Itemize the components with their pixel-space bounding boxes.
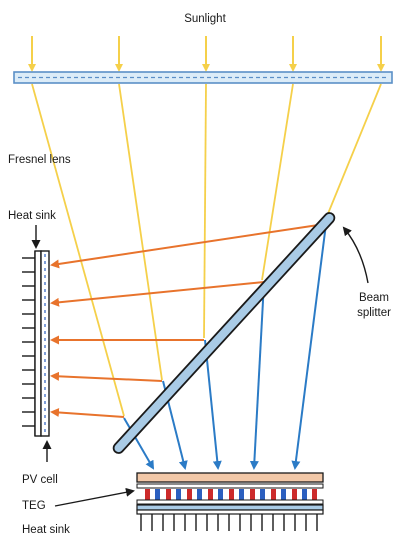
- label-pointers: [31, 225, 369, 507]
- reflected-rays: [50, 223, 326, 418]
- pv-cell-label: PV cell: [22, 474, 58, 486]
- sunlight-label: Sunlight: [184, 13, 226, 25]
- transmitted-ray-4: [249, 281, 265, 470]
- refracted-ray-2: [118, 83, 163, 381]
- refracted-ray-3: [203, 83, 207, 339]
- refracted-ray-4: [261, 83, 294, 281]
- left-heat-sink: [22, 251, 36, 436]
- beam-splitter-pointer: [342, 226, 369, 284]
- reflected-ray-1: [50, 223, 326, 269]
- refracted-ray-1: [31, 83, 125, 417]
- transmitted-ray-1: [123, 417, 155, 470]
- reflected-ray-2: [50, 281, 265, 307]
- transmitted-ray-3: [204, 339, 222, 470]
- fresnel-lens-label: Fresnel lens: [8, 154, 71, 166]
- incoming-sunlight-arrows: [28, 36, 385, 72]
- beam-splitter-label-line1: Beam: [359, 292, 389, 304]
- heat-sink-left-label: Heat sink: [8, 210, 56, 222]
- transmitted-ray-5: [291, 223, 327, 470]
- teg-label: TEG: [22, 500, 46, 512]
- teg-legs: [145, 489, 317, 500]
- beam-splitter-label-line2: splitter: [357, 307, 391, 319]
- reflected-ray-4: [50, 371, 163, 382]
- beam-splitter: [112, 212, 336, 454]
- bottom-heat-sink-fins: [140, 514, 318, 531]
- heat-sink-bottom-label: Heat sink: [22, 524, 70, 536]
- refracted-sunlight-rays: [31, 83, 382, 417]
- refracted-ray-5: [324, 83, 382, 222]
- bottom-receiver-stack: [136, 472, 324, 531]
- teg-pointer: [54, 487, 135, 507]
- fresnel-lens: [13, 71, 393, 84]
- transmitted-rays: [123, 223, 327, 470]
- reflected-ray-5: [50, 407, 125, 418]
- left-pv-receiver: [34, 250, 50, 437]
- bottom-pv-cell: [136, 472, 324, 483]
